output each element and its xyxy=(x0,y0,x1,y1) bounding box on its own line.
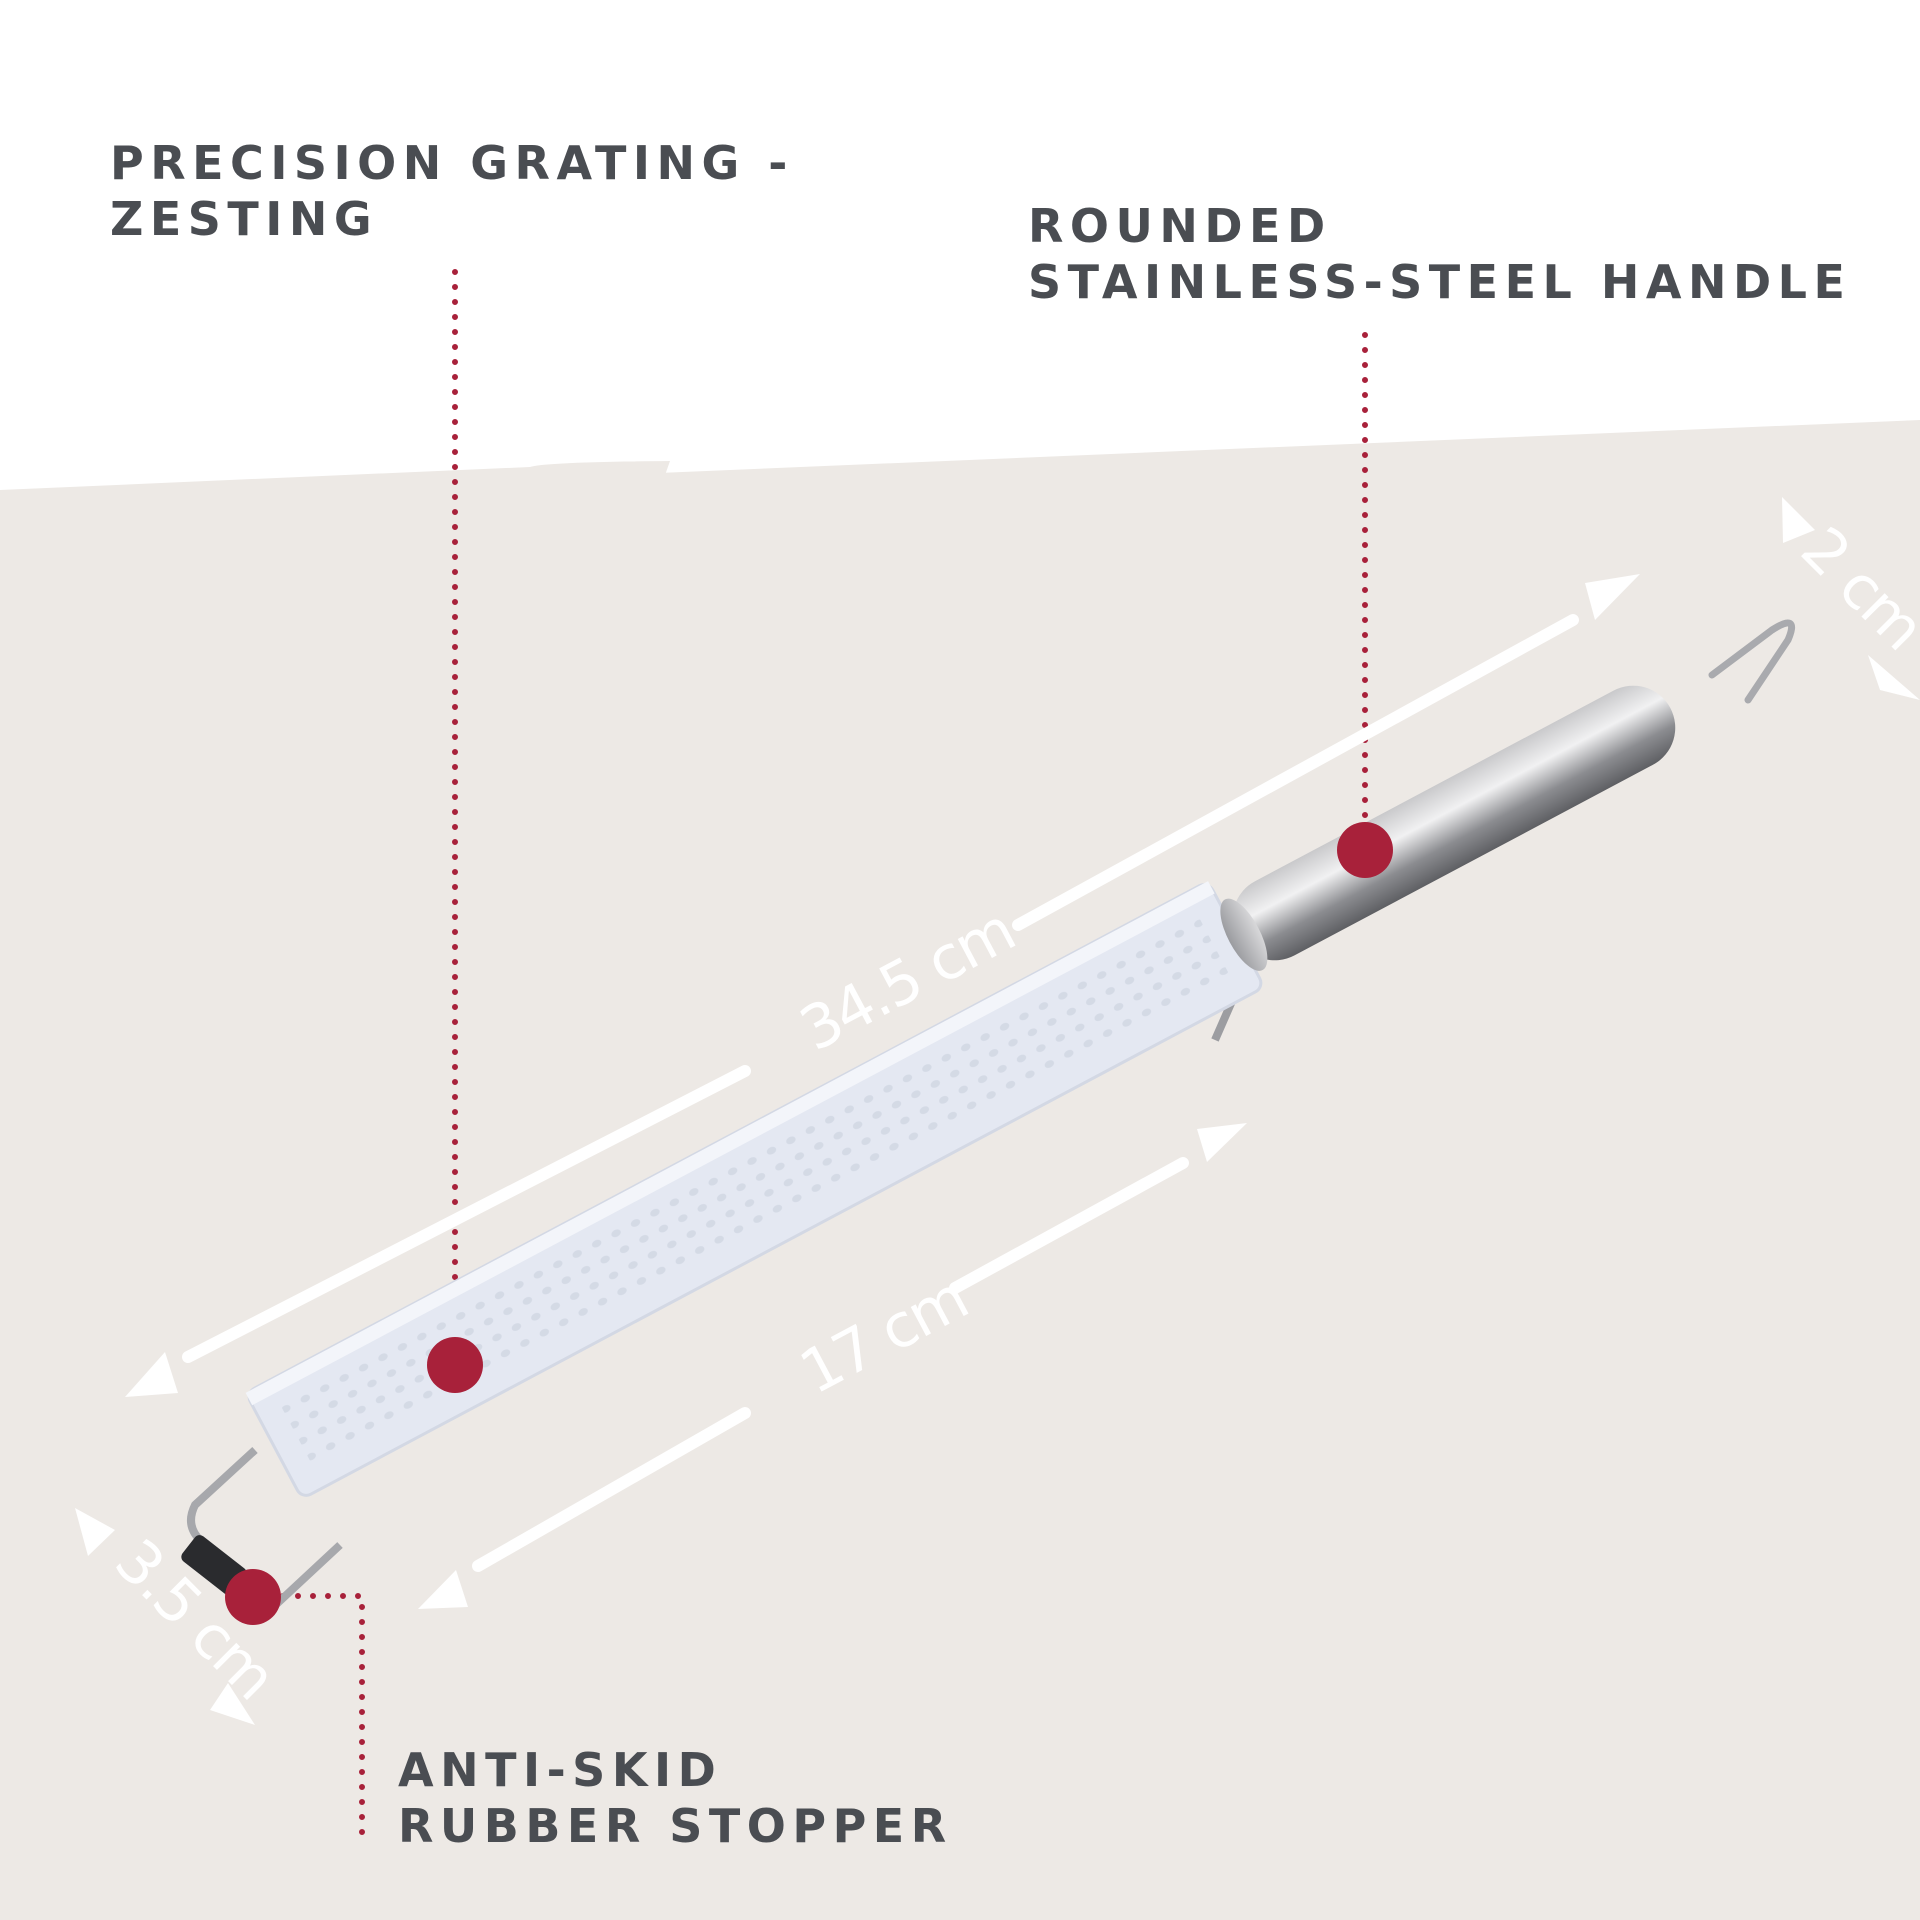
blade-cover-edge xyxy=(245,881,1215,1406)
callout-rubber-stopper: ANTI-SKID RUBBER STOPPER xyxy=(398,1742,953,1854)
callout-precision-grating-line-2: ZESTING xyxy=(110,192,379,246)
handle-body xyxy=(1232,685,1676,961)
grating-marker xyxy=(427,1337,483,1393)
handle-end-cap xyxy=(1220,898,1268,971)
arrow-width-bottom xyxy=(210,1683,255,1725)
arrow-overall-end xyxy=(1585,574,1640,620)
arrow-diameter-bottom xyxy=(1868,655,1920,700)
callout-rubber-stopper-line-1: ANTI-SKID xyxy=(398,1743,723,1797)
callout-rubber-stopper-line-2: RUBBER STOPPER xyxy=(398,1799,953,1853)
zester xyxy=(181,619,1795,1625)
callout-precision-grating: PRECISION GRATING - ZESTING xyxy=(110,135,794,247)
callout-handle: ROUNDED STAINLESS-STEEL HANDLE xyxy=(1028,198,1851,310)
callout-precision-grating-line-1: PRECISION GRATING - xyxy=(110,136,794,190)
arrow-width-top xyxy=(75,1508,115,1556)
arrow-diameter-top xyxy=(1782,497,1815,543)
hanging-loop xyxy=(1708,619,1795,704)
stopper-connector xyxy=(265,1593,365,1845)
stopper-marker xyxy=(225,1569,281,1625)
arrow-blade-end xyxy=(1197,1123,1247,1162)
callout-handle-line-1: ROUNDED xyxy=(1028,199,1332,253)
callout-handle-line-2: STAINLESS-STEEL HANDLE xyxy=(1028,255,1852,309)
dimension-blade-length xyxy=(472,1157,1189,1572)
arrow-blade-start xyxy=(418,1570,468,1609)
grating-surface xyxy=(277,910,1233,1470)
background-panel-fill xyxy=(0,420,1920,1920)
arrow-overall-start xyxy=(125,1352,178,1397)
dimension-overall-length xyxy=(182,614,1579,1363)
rubber-stopper xyxy=(181,1535,247,1595)
handle-marker xyxy=(1337,822,1393,878)
